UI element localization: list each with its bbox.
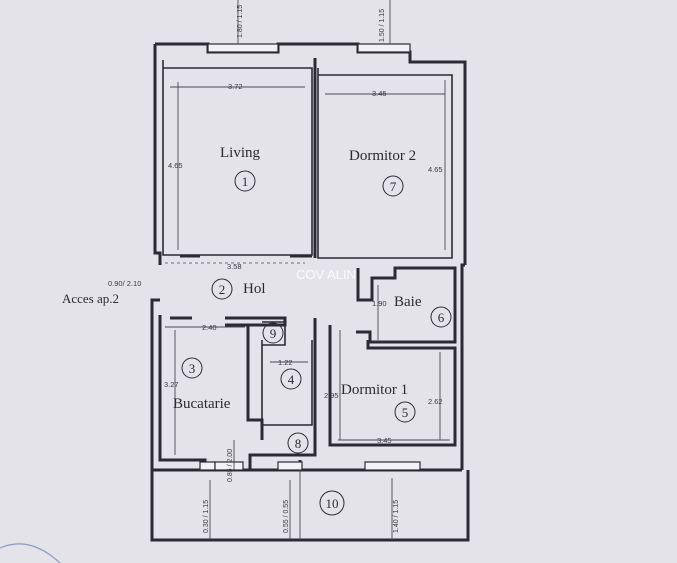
dim-dormitor2-height: 4.65 bbox=[428, 165, 443, 174]
room-number-1: 1 bbox=[234, 170, 256, 192]
room-number-4: 4 bbox=[280, 368, 302, 390]
room-number-3: 3 bbox=[181, 357, 203, 379]
room-number-10: 10 bbox=[319, 490, 345, 516]
svg-text:2: 2 bbox=[219, 282, 226, 297]
svg-text:10: 10 bbox=[326, 496, 339, 511]
room-living-label: Living bbox=[220, 145, 260, 161]
room-number-8: 8 bbox=[287, 432, 309, 454]
room-bucatarie-label: Bucatarie bbox=[173, 396, 231, 412]
svg-text:9: 9 bbox=[270, 326, 277, 341]
room-dormitor2-label: Dormitor 2 bbox=[349, 148, 416, 164]
room-number-7: 7 bbox=[382, 175, 404, 197]
access-label: Acces ap.2 bbox=[62, 291, 119, 306]
dim-hol-width: 3.58 bbox=[227, 262, 242, 271]
access-door-dim: 0.90/ 2.10 bbox=[108, 279, 141, 288]
room-number-9: 9 bbox=[262, 322, 284, 344]
dim-dormitor1-right: 2.62 bbox=[428, 397, 443, 406]
dim-kitchen-height: 3.27 bbox=[164, 380, 179, 389]
inner-walls bbox=[158, 58, 457, 470]
svg-text:8: 8 bbox=[295, 436, 302, 451]
dim-room4-width: 1.22 bbox=[278, 358, 293, 367]
dim-window-bottom-2: 0.85 / 2.00 bbox=[227, 449, 234, 482]
dim-living-height: 4.65 bbox=[168, 161, 183, 170]
dim-window-top-right: 1.50 / 1.15 bbox=[379, 9, 386, 42]
dim-window-bottom-1: 0.30 / 1.15 bbox=[203, 500, 210, 533]
dim-dormitor2-width: 3.45 bbox=[372, 89, 387, 98]
svg-text:3: 3 bbox=[189, 361, 196, 376]
dimension-lines bbox=[165, 0, 450, 540]
room-dormitor1-label: Dormitor 1 bbox=[341, 382, 408, 398]
dim-kitchen-width: 2.40 bbox=[202, 323, 217, 332]
watermark: COV ALIN bbox=[296, 267, 356, 282]
dim-dormitor1-width: 3.45 bbox=[377, 436, 392, 445]
svg-text:1: 1 bbox=[242, 174, 249, 189]
outer-walls bbox=[150, 42, 470, 542]
room-number-5: 5 bbox=[394, 401, 416, 423]
windows bbox=[199, 43, 421, 471]
svg-text:6: 6 bbox=[438, 310, 445, 325]
svg-text:7: 7 bbox=[390, 179, 397, 194]
dim-window-bottom-3: 0.55 / 0.55 bbox=[283, 500, 290, 533]
room-hol-label: Hol bbox=[243, 281, 266, 297]
dim-living-width: 3.72 bbox=[228, 82, 243, 91]
room-number-6: 6 bbox=[430, 306, 452, 328]
dim-window-bottom-4: 1.40 / 1.15 bbox=[393, 500, 400, 533]
dim-baie-height: 1.90 bbox=[372, 299, 387, 308]
svg-text:5: 5 bbox=[402, 405, 409, 420]
room-baie-label: Baie bbox=[394, 294, 422, 310]
dim-dormitor1-left: 2.95 bbox=[324, 391, 339, 400]
stamp-fragment bbox=[0, 543, 61, 563]
room-number-2: 2 bbox=[211, 278, 233, 300]
dim-window-top-left: 1.80 / 1.15 bbox=[237, 5, 244, 38]
svg-text:4: 4 bbox=[288, 372, 295, 387]
